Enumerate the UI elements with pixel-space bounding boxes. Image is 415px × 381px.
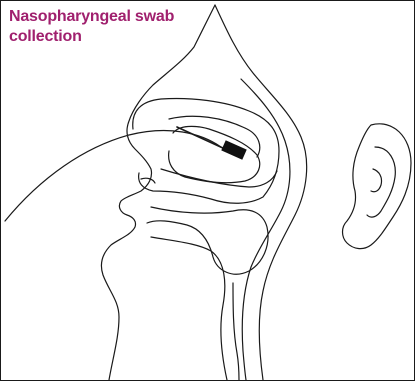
nasal-cavity-outline (133, 99, 279, 204)
diagram-title: Nasopharyngeal swab collection (9, 7, 199, 47)
nostril-outline (141, 178, 155, 183)
pharynx-line (233, 283, 239, 380)
turbinate-inner (169, 126, 260, 182)
palate-outline (147, 207, 268, 274)
ear-canal (371, 169, 382, 192)
tongue-outline (151, 237, 227, 380)
nasopharynx-wall (241, 79, 290, 380)
face-profile-outline (101, 5, 215, 380)
turbinate-lower (161, 169, 277, 187)
sinus-posterior-line (215, 5, 307, 380)
head-back-curve (5, 131, 221, 221)
swab-shaft (177, 127, 225, 149)
ear-outline (343, 124, 412, 249)
